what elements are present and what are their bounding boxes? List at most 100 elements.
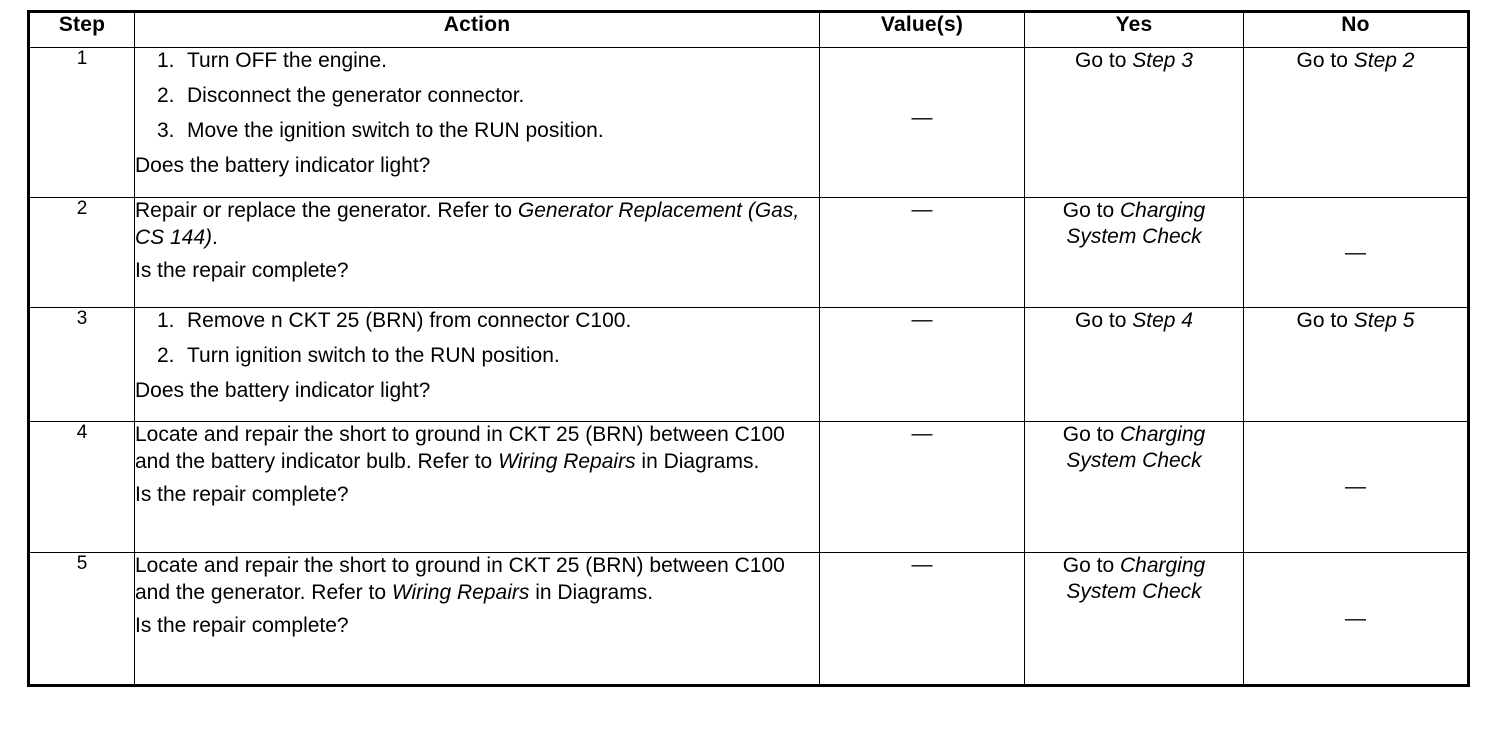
table-body: 1 1. Turn OFF the engine. 2. Disconnect … xyxy=(28,47,1469,686)
action-cell: Repair or replace the generator. Refer t… xyxy=(134,197,820,308)
column-header-no: No xyxy=(1243,11,1469,48)
dash-placeholder: — xyxy=(911,106,933,129)
table-row: 1 1. Turn OFF the engine. 2. Disconnect … xyxy=(28,47,1469,198)
goto-target-line2: System Check xyxy=(1066,224,1202,248)
table-row: 3 1. Remove n CKT 25 (BRN) from connecto… xyxy=(28,307,1469,422)
list-item-number: 1. xyxy=(157,49,175,72)
action-paragraph: Repair or replace the generator. Refer t… xyxy=(135,198,819,252)
action-reference-title: Generator Replacement (Gas, CS 144) xyxy=(135,199,800,249)
goto-lead: Go to xyxy=(1296,49,1354,72)
list-item-number: 1. xyxy=(157,309,175,332)
value-cell: — xyxy=(819,307,1025,422)
list-item: 2. Disconnect the generator connector. xyxy=(135,83,819,110)
goto-target: Step 5 xyxy=(1353,309,1415,332)
goto-target-line2: System Check xyxy=(1066,448,1202,472)
dash-placeholder: — xyxy=(911,198,933,221)
action-reference-title: Wiring Repairs xyxy=(391,580,530,604)
goto-lead: Go to xyxy=(1062,199,1120,222)
step-number-cell: 5 xyxy=(28,552,135,686)
action-text-lead: Locate and repair the short to ground in… xyxy=(135,423,785,473)
table-row: 4 Locate and repair the short to ground … xyxy=(28,421,1469,553)
no-cell: — xyxy=(1243,552,1469,686)
action-question: Is the repair complete? xyxy=(135,482,349,506)
table-header: Step Action Value(s) Yes No xyxy=(28,11,1469,48)
action-reference-title: Wiring Repairs xyxy=(498,449,636,473)
column-header-step: Step xyxy=(28,11,135,48)
value-cell: — xyxy=(819,552,1025,686)
no-cell: — xyxy=(1243,197,1469,308)
list-item-text: Move the ignition switch to the RUN posi… xyxy=(187,118,604,142)
value-cell: — xyxy=(819,47,1025,198)
goto-target-line1: Charging xyxy=(1119,423,1206,446)
table-row: 2 Repair or replace the generator. Refer… xyxy=(28,197,1469,308)
action-question: Is the repair complete? xyxy=(135,258,349,282)
list-item-number: 2. xyxy=(157,83,175,107)
list-item: 2. Turn ignition switch to the RUN posit… xyxy=(135,343,819,370)
list-item-text: Turn ignition switch to the RUN position… xyxy=(187,343,560,367)
goto-reference: Go to Step 5 xyxy=(1297,309,1415,332)
action-question: Is the repair complete? xyxy=(135,613,349,637)
diagnostic-table: Step Action Value(s) Yes No 1 1. Turn OF… xyxy=(27,10,1470,687)
no-cell: — xyxy=(1243,421,1469,553)
value-cell: — xyxy=(819,197,1025,308)
action-question: Does the battery indicator light? xyxy=(135,153,431,177)
goto-reference: Go to Step 3 xyxy=(1075,49,1193,72)
action-paragraph: Locate and repair the short to ground in… xyxy=(135,422,819,476)
goto-target: Step 2 xyxy=(1353,49,1415,72)
action-step-list: 1. Turn OFF the engine. 2. Disconnect th… xyxy=(135,48,819,145)
action-step-list: 1. Remove n CKT 25 (BRN) from connector … xyxy=(135,308,819,370)
table-row: 5 Locate and repair the short to ground … xyxy=(28,552,1469,686)
step-number-cell: 2 xyxy=(28,197,135,308)
goto-target: Step 4 xyxy=(1132,309,1193,332)
goto-reference: Go to Step 4 xyxy=(1075,309,1193,332)
yes-cell: Go to Step 4 xyxy=(1024,307,1244,422)
action-cell: Locate and repair the short to ground in… xyxy=(134,552,820,686)
action-text-lead: Locate and repair the short to ground in… xyxy=(135,554,785,604)
dash-placeholder: — xyxy=(1345,475,1366,499)
dash-placeholder: — xyxy=(1345,606,1366,630)
goto-target-line2: System Check xyxy=(1066,579,1202,603)
no-cell: Go to Step 5 xyxy=(1243,307,1469,422)
goto-target-line1: Charging xyxy=(1119,554,1206,577)
step-number-cell: 1 xyxy=(28,47,135,198)
action-text-tail: . xyxy=(212,225,218,249)
column-header-yes: Yes xyxy=(1024,11,1244,48)
yes-cell: Go to Charging System Check xyxy=(1024,421,1244,553)
yes-cell: Go to Charging System Check xyxy=(1024,197,1244,308)
goto-target: Step 3 xyxy=(1132,49,1193,72)
action-cell: 1. Remove n CKT 25 (BRN) from connector … xyxy=(134,307,820,422)
dash-placeholder: — xyxy=(1345,240,1366,264)
table-header-row: Step Action Value(s) Yes No xyxy=(28,11,1469,48)
goto-lead: Go to xyxy=(1075,49,1133,72)
list-item-text: Turn OFF the engine. xyxy=(187,49,387,72)
step-number-cell: 4 xyxy=(28,421,135,553)
goto-target-line1: Charging xyxy=(1119,199,1206,222)
goto-lead: Go to xyxy=(1075,309,1133,332)
action-question: Does the battery indicator light? xyxy=(135,378,431,402)
list-item: 3. Move the ignition switch to the RUN p… xyxy=(135,118,819,145)
list-item-text: Remove n CKT 25 (BRN) from connector C10… xyxy=(187,309,632,332)
column-header-action: Action xyxy=(134,11,820,48)
action-text-tail: in Diagrams. xyxy=(529,580,654,604)
step-number-cell: 3 xyxy=(28,307,135,422)
yes-cell: Go to Charging System Check xyxy=(1024,552,1244,686)
action-paragraph: Locate and repair the short to ground in… xyxy=(135,553,819,607)
goto-lead: Go to xyxy=(1296,309,1354,332)
goto-lead: Go to xyxy=(1062,554,1120,577)
goto-lead: Go to xyxy=(1062,423,1120,446)
dash-placeholder: — xyxy=(911,308,933,331)
dash-placeholder: — xyxy=(911,553,933,576)
action-cell: Locate and repair the short to ground in… xyxy=(134,421,820,553)
goto-reference: Go to Step 2 xyxy=(1297,49,1415,72)
value-cell: — xyxy=(819,421,1025,553)
action-text-tail: in Diagrams. xyxy=(635,449,760,473)
action-text-lead: Repair or replace the generator. Refer t… xyxy=(135,199,518,222)
action-cell: 1. Turn OFF the engine. 2. Disconnect th… xyxy=(134,47,820,198)
list-item-number: 3. xyxy=(157,118,175,142)
list-item-text: Disconnect the generator connector. xyxy=(187,83,525,107)
list-item: 1. Turn OFF the engine. xyxy=(135,48,819,75)
yes-cell: Go to Step 3 xyxy=(1024,47,1244,198)
list-item-number: 2. xyxy=(157,343,175,367)
column-header-value: Value(s) xyxy=(819,11,1025,48)
